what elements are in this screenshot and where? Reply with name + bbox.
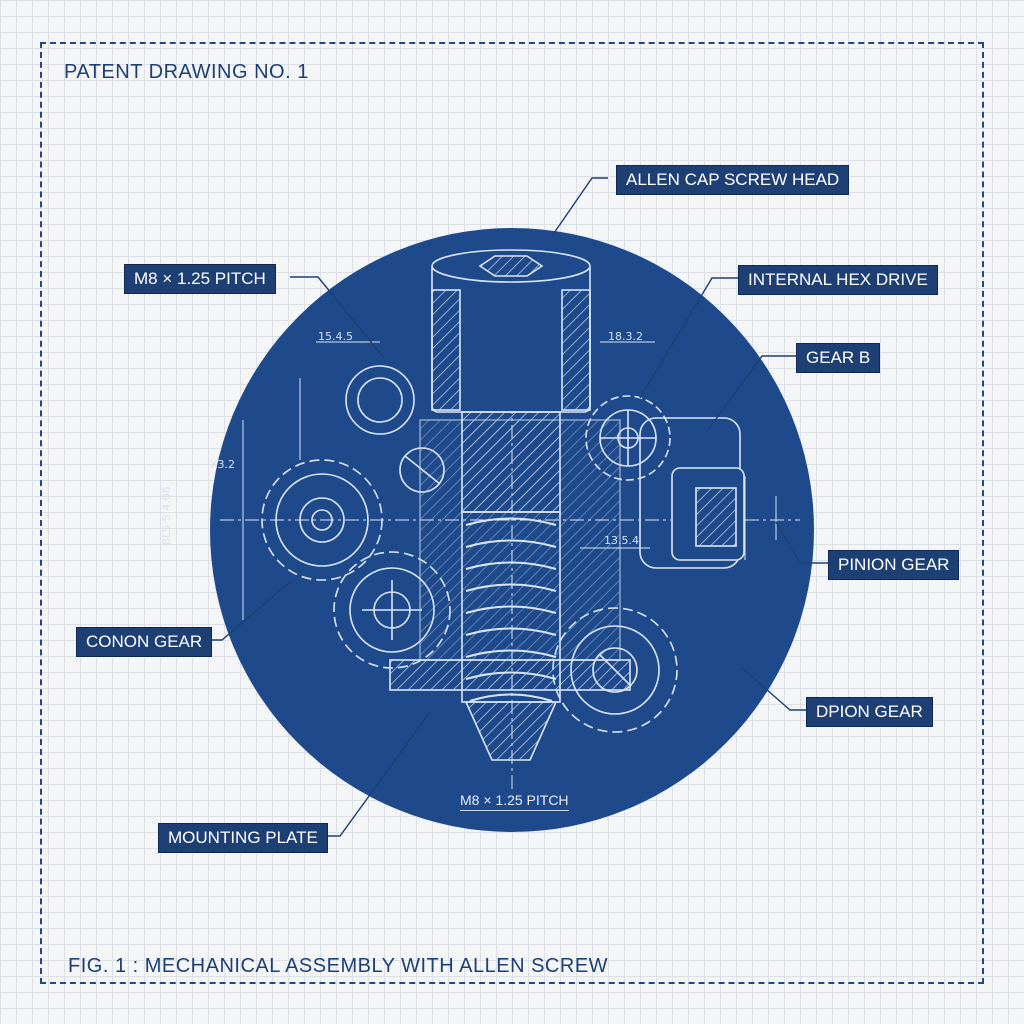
drawing-border bbox=[40, 42, 984, 984]
screw-tip bbox=[464, 701, 558, 761]
screw-shank bbox=[461, 411, 561, 513]
bottom-pitch-label: M8 × 1.25 PITCH bbox=[460, 792, 569, 811]
small-upper-gear bbox=[345, 365, 415, 435]
idler-disc bbox=[399, 447, 445, 493]
callout-conon-gear: CONON GEAR bbox=[76, 627, 213, 657]
dimension-top-right: 18.3.2 bbox=[608, 330, 643, 343]
large-left-gear bbox=[261, 459, 383, 581]
callout-dpion-gear: DPION GEAR bbox=[806, 697, 933, 727]
thread-lines bbox=[465, 517, 557, 702]
figure-caption: FIG. 1 : MECHANICAL ASSEMBLY WITH ALLEN … bbox=[68, 955, 609, 977]
sheet-title: PATENT DRAWING NO. 1 bbox=[64, 61, 309, 83]
dimension-top-left: 15.4.5 bbox=[318, 330, 353, 343]
dimension-left-vertical: 8LS 5:4.08 bbox=[160, 486, 173, 545]
dimension-left-side: X3.2 bbox=[210, 458, 236, 471]
mounting-plate bbox=[389, 659, 631, 691]
pinion-hub-hatch bbox=[695, 487, 737, 547]
hex-socket bbox=[478, 255, 544, 277]
dpion-gear-shape bbox=[552, 607, 678, 733]
callout-gear-b: GEAR B bbox=[796, 343, 881, 373]
lower-left-gear bbox=[333, 551, 451, 669]
gear-b bbox=[585, 395, 671, 481]
callout-internal-hex-drive: INTERNAL HEX DRIVE bbox=[738, 265, 938, 295]
callout-mounting-plate: MOUNTING PLATE bbox=[158, 823, 328, 853]
callout-allen-cap-screw-head: ALLEN CAP SCREW HEAD bbox=[616, 165, 850, 195]
leader-lines bbox=[206, 177, 830, 837]
dimension-shaft: 13.5.4 bbox=[604, 534, 639, 547]
callout-m8-pitch: M8 × 1.25 PITCH bbox=[124, 264, 276, 294]
callout-pinion-gear: PINION GEAR bbox=[828, 550, 960, 580]
